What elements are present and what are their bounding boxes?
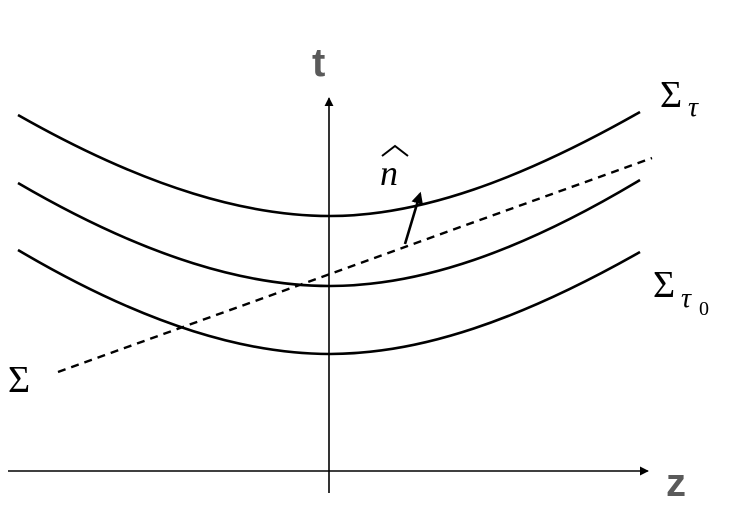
sigma-tau-subscript: τ bbox=[688, 92, 699, 123]
level-surface-sigma-tau bbox=[17, 110, 641, 218]
sigma-tau-label: Σ bbox=[660, 74, 682, 116]
sigma-tau0-label: Σ bbox=[653, 264, 675, 306]
level-surface-sigma-tau0 bbox=[17, 248, 641, 356]
normal-hat-icon bbox=[381, 144, 409, 157]
normal-vector-arrow-icon bbox=[403, 191, 423, 245]
sigma-tau0-subscript: τ bbox=[681, 283, 692, 314]
sigma-tau0-subsubscript: 0 bbox=[699, 298, 709, 320]
sigma-label: Σ bbox=[8, 359, 30, 401]
t-axis-label: t bbox=[312, 41, 325, 85]
z-axis-label: z bbox=[666, 461, 686, 505]
normal-vector-label: n bbox=[380, 153, 398, 193]
level-surface-middle bbox=[17, 178, 641, 288]
hypersurface-sigma bbox=[57, 156, 653, 374]
